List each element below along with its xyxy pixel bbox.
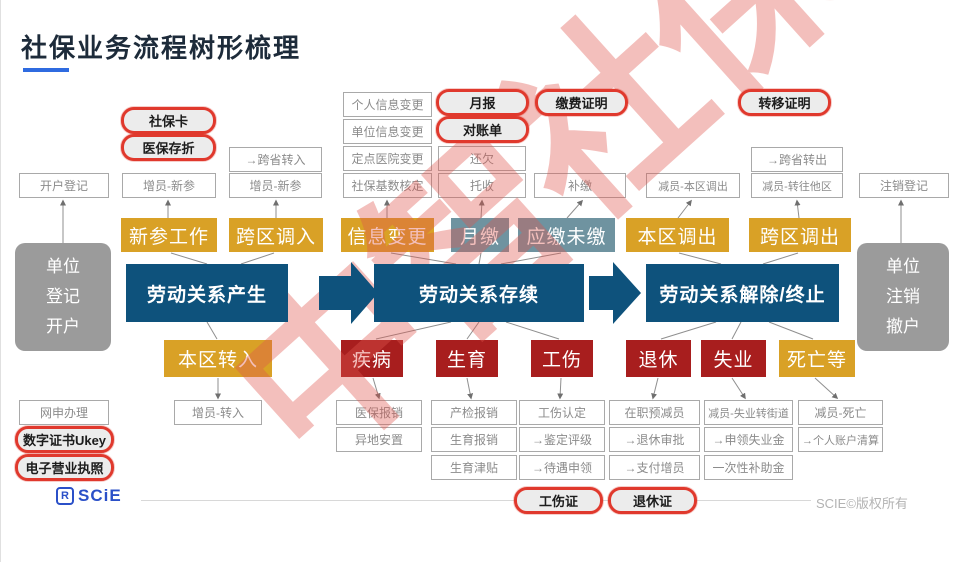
- box-add-new-member-2: 增员-新参: [229, 173, 322, 198]
- event-monthly-payment: 月缴: [451, 218, 509, 252]
- box-claim-unemployment-pay: →申领失业金: [704, 427, 793, 452]
- event-death-etc: 死亡等: [779, 340, 855, 377]
- box-prenatal-reimbursement: 产检报销: [431, 400, 517, 425]
- stage-labor-relation-end: 劳动关系解除/终止: [646, 264, 839, 322]
- stamp-medical-passbook: 医保存折: [121, 134, 216, 161]
- side-unit-register-open: 单位 登记 开户: [15, 243, 111, 351]
- scie-logo-text: SCiE: [78, 486, 122, 505]
- stamp-work-injury-cert: 工伤证: [514, 487, 603, 514]
- box-maternity-allowance: 生育津贴: [431, 455, 517, 480]
- box-cross-province-in: →跨省转入: [229, 147, 322, 172]
- box-injury-determination: 工伤认定: [519, 400, 605, 425]
- box-remote-placement: 异地安置: [336, 427, 422, 452]
- box-remove-to-other-area: 减员-转往他区: [751, 173, 843, 198]
- copyright-text: SCIE©版权所有: [816, 496, 908, 511]
- stamp-statement: 对账单: [436, 116, 529, 143]
- box-account-opening: 开户登记: [19, 173, 109, 198]
- scie-logo: R SCiE: [56, 486, 122, 506]
- box-remove-local-out: 减员-本区调出: [646, 173, 740, 198]
- stamp-social-security-card: 社保卡: [121, 107, 216, 134]
- box-pre-removal-in-service: 在职预减员: [609, 400, 700, 425]
- box-maternity-reimbursement: 生育报销: [431, 427, 517, 452]
- box-base-verification: 社保基数核定: [343, 173, 432, 198]
- stage-labor-relation-continue: 劳动关系存续: [374, 264, 584, 322]
- box-personal-account-settlement: →个人账户清算: [798, 427, 883, 452]
- arrow-right-icon: [319, 262, 378, 324]
- box-arrears: 还欠: [438, 146, 526, 171]
- box-online-application: 网申办理: [19, 400, 109, 425]
- arrow-right-icon: [589, 262, 641, 324]
- box-cross-province-out: →跨省转出: [751, 147, 843, 172]
- event-new-join-work: 新参工作: [121, 218, 217, 252]
- stamp-retirement-cert: 退休证: [608, 487, 697, 514]
- box-remove-member-death: 减员-死亡: [798, 400, 883, 425]
- event-cross-district-in: 跨区调入: [229, 218, 323, 252]
- stamp-digital-cert-ukey: 数字证书Ukey: [15, 426, 114, 453]
- stamp-e-business-license: 电子营业执照: [15, 454, 114, 481]
- box-payment-add-member: →支付增员: [609, 455, 700, 480]
- stamp-transfer-certificate: 转移证明: [738, 89, 831, 116]
- stage-labor-relation-start: 劳动关系产生: [126, 264, 288, 322]
- event-info-change: 信息变更: [341, 218, 434, 252]
- box-retirement-approval: →退休审批: [609, 427, 700, 452]
- title-accent-bar: [23, 68, 69, 72]
- event-work-injury: 工伤: [531, 340, 593, 377]
- box-unemployed-to-street: 减员-失业转街道: [704, 400, 793, 425]
- box-personal-info-change: 个人信息变更: [343, 92, 432, 117]
- event-local-transfer-in: 本区转入: [164, 340, 272, 377]
- event-unpaid-due: 应缴未缴: [518, 218, 615, 252]
- event-unemployment: 失业: [701, 340, 766, 377]
- box-unit-info-change: 单位信息变更: [343, 119, 432, 144]
- box-add-member-transfer-in: 增员-转入: [174, 400, 262, 425]
- box-hospital-change: 定点医院变更: [343, 146, 432, 171]
- event-retirement: 退休: [626, 340, 691, 377]
- event-maternity: 生育: [436, 340, 498, 377]
- box-appraisal-rating: →鉴定评级: [519, 427, 605, 452]
- side-unit-cancel-close: 单位 注销 撤户: [857, 243, 949, 351]
- box-collection: 托收: [438, 173, 526, 198]
- box-benefit-claim: →待遇申领: [519, 455, 605, 480]
- event-local-transfer-out: 本区调出: [626, 218, 729, 252]
- stamp-payment-certificate: 缴费证明: [535, 89, 628, 116]
- event-cross-district-out: 跨区调出: [749, 218, 851, 252]
- footer-divider: [141, 500, 811, 501]
- event-illness: 疾病: [341, 340, 403, 377]
- box-one-time-subsidy: 一次性补助金: [704, 455, 793, 480]
- page-title: 社保业务流程树形梳理: [21, 33, 302, 63]
- scie-logo-icon: R: [56, 487, 74, 505]
- box-deregistration: 注销登记: [859, 173, 949, 198]
- box-medical-reimbursement: 医保报销: [336, 400, 422, 425]
- stamp-monthly-report: 月报: [436, 89, 529, 116]
- box-supplement-pay: 补缴: [534, 173, 626, 198]
- box-add-new-member-1: 增员-新参: [122, 173, 216, 198]
